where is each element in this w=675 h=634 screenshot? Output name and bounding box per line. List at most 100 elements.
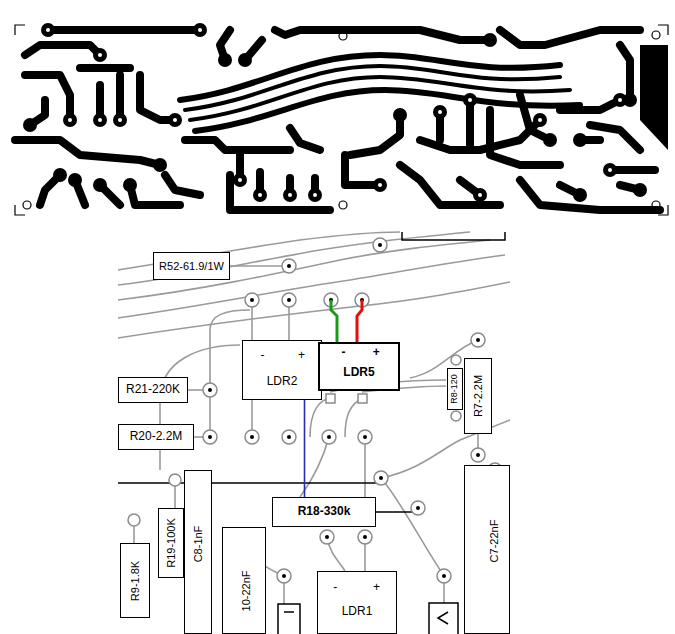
silk-pad: [169, 474, 181, 486]
silk-line: [118, 232, 505, 634]
pad-center: [476, 338, 480, 342]
resistor-box: R20-2.2M: [118, 424, 194, 450]
silk-pad: [471, 333, 485, 347]
copper-pad: [53, 168, 67, 182]
silk-trace: [118, 282, 510, 338]
copper-trace: [48, 26, 200, 34]
green-wire: [331, 300, 337, 342]
corner-mark: [15, 25, 668, 215]
copper-pad: [93, 113, 107, 127]
pad-center: [378, 243, 382, 247]
pad-center: [287, 435, 291, 439]
resistor-box: R9-1.8K: [120, 543, 150, 618]
copper-trace: [290, 128, 320, 150]
copper-pad: [218, 53, 232, 67]
part-label: R18-330k: [297, 505, 352, 518]
silk-pad: [451, 411, 461, 421]
copper-pad: [373, 178, 387, 192]
pad-hole: [378, 183, 382, 187]
mounting-hole: [652, 31, 660, 39]
pad-center: [208, 435, 212, 439]
copper-trace: [400, 165, 500, 205]
silk-line: [429, 603, 458, 634]
part-label: LDR5: [342, 366, 375, 379]
copper-pad: [93, 48, 107, 62]
silk-pad: [245, 293, 259, 307]
part-label: R20-2.2M: [129, 430, 184, 443]
copper-pad: [473, 188, 487, 202]
copper-trace: [185, 140, 290, 150]
red-wire: [357, 300, 362, 342]
pad-center: [250, 298, 254, 302]
copper-pad: [603, 163, 617, 177]
silk-pad: [358, 530, 372, 544]
copper-pour: [640, 45, 668, 150]
silk-pad: [203, 430, 217, 444]
part-label: +: [372, 346, 381, 359]
silk-line: [284, 611, 294, 613]
part-label: R19-100K: [165, 517, 177, 569]
silk-pad: [451, 355, 461, 365]
pad-center: [476, 453, 480, 457]
silk-trace: [230, 265, 289, 267]
copper-trace: [15, 140, 160, 165]
ldr-box: - + LDR2: [242, 340, 322, 400]
copper-pad: [153, 158, 167, 172]
pad-center: [363, 435, 367, 439]
copper-pad: [533, 113, 547, 127]
resistor-box: R8-120: [447, 368, 463, 410]
copper-pad: [233, 173, 247, 187]
copper-bus: [190, 77, 570, 120]
pad-hole: [46, 28, 622, 197]
ldr-box: -+LDR5: [318, 342, 400, 391]
silk-pad: [373, 238, 387, 252]
part-label: LDR1: [341, 606, 374, 619]
silk-trace: [118, 240, 490, 300]
part-label: -: [260, 349, 266, 362]
mounting-hole: [23, 31, 660, 209]
part-label: C8-1nF: [192, 525, 204, 564]
copper-pad: [393, 108, 407, 122]
part-label: R21-220K: [125, 383, 181, 396]
resistor-box: R21-220K: [118, 377, 188, 403]
copper-trace: [620, 45, 630, 100]
ldr-box: -+LDR1: [317, 571, 397, 634]
copper-trace: [520, 95, 550, 140]
copper-pad: [123, 178, 137, 192]
capacitor-box: C7-22nF: [464, 465, 510, 634]
silk-pad: [374, 471, 388, 485]
silk-pad: [320, 530, 334, 544]
copper-pad: [23, 118, 37, 132]
copper-trace: [25, 45, 100, 55]
copper-trace: [15, 30, 660, 210]
pad-center: [379, 476, 383, 480]
copper-pad: [483, 33, 497, 47]
pad-center: [208, 388, 212, 392]
copper-pad: [433, 105, 447, 119]
part-label: LDR2: [266, 375, 299, 388]
silk-trace: [345, 398, 362, 437]
copper-pad: [463, 93, 477, 107]
part-label: C7-22nF: [488, 519, 500, 564]
pad-hole: [438, 110, 442, 114]
capacitor-box: 10-22nF: [222, 527, 266, 634]
copper-trace: [350, 115, 400, 155]
pad-hole: [173, 118, 177, 122]
part-label: +: [297, 349, 306, 362]
silk-pad: [471, 448, 485, 462]
silk-line: [278, 604, 300, 634]
copper-trace: [80, 64, 130, 72]
pad-center: [282, 574, 286, 578]
silk-pad: [358, 430, 372, 444]
silk-line: [118, 482, 381, 484]
copper-pad: [193, 23, 207, 37]
pad-hole: [618, 98, 622, 102]
pad-hole: [68, 118, 72, 122]
part-label: R9-1.8K: [129, 559, 141, 601]
copper-pad: [308, 188, 322, 202]
copper-pad: [623, 93, 637, 107]
pad-center: [363, 535, 367, 539]
pad-center: [250, 435, 254, 439]
